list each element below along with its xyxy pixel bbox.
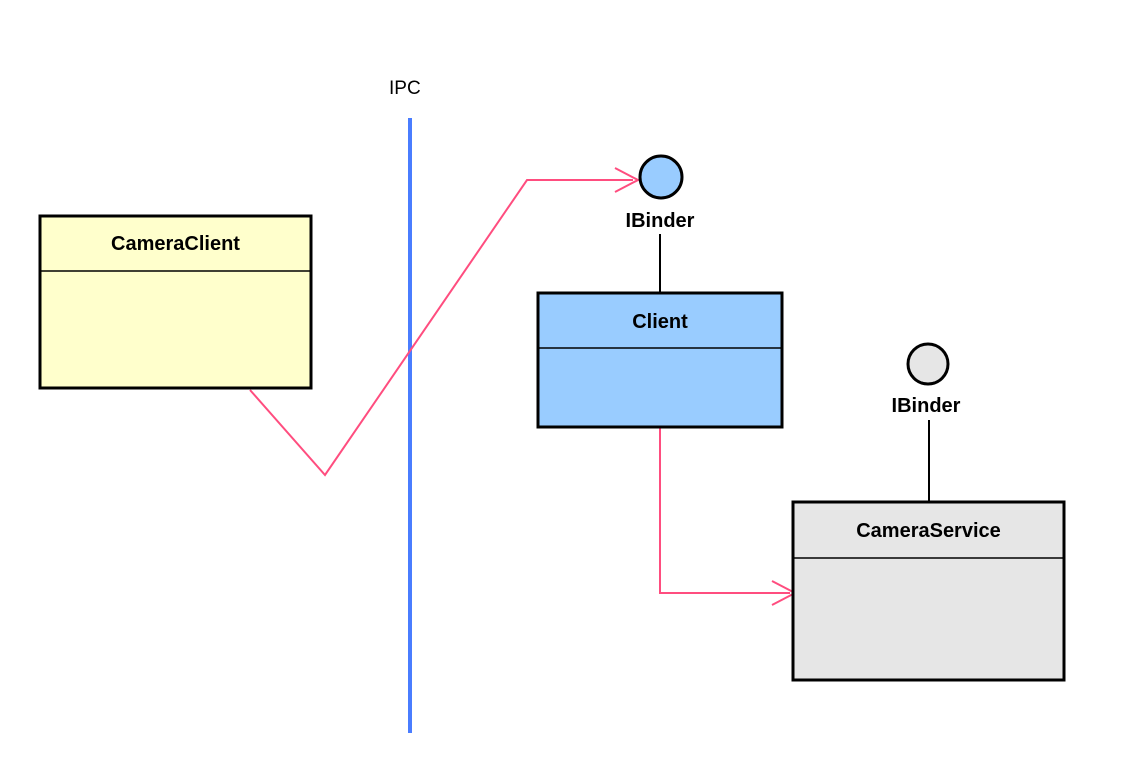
- client-class-name: Client: [632, 311, 688, 333]
- class-cameraservice[interactable]: [791, 500, 1066, 682]
- dependency-arrowhead-ibinder: [614, 167, 641, 193]
- dependency-cameraclient-to-ibinder: [249, 179, 633, 477]
- class-cameraclient[interactable]: [38, 214, 313, 390]
- client-ibinder-label: IBinder: [625, 210, 695, 232]
- cameraclient-class-name: CameraClient: [111, 233, 240, 255]
- dependency-client-to-cameraservice: [659, 428, 790, 594]
- service-ibinder-interface-circle[interactable]: [906, 342, 950, 386]
- cameraservice-class-name: CameraService: [856, 520, 1001, 542]
- class-client[interactable]: [536, 291, 784, 429]
- service-ibinder-label: IBinder: [891, 395, 961, 417]
- client-ibinder-interface-circle[interactable]: [638, 154, 684, 200]
- ipc-label: IPC: [389, 78, 421, 99]
